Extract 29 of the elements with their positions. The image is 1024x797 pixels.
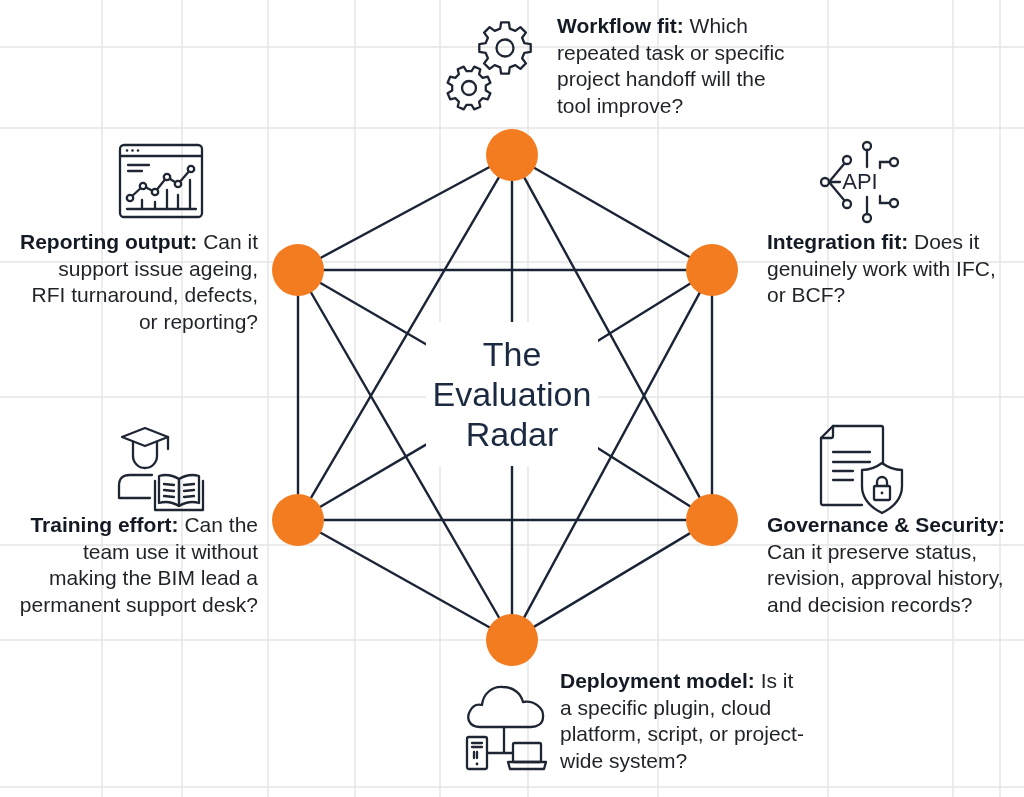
node-dot — [486, 129, 538, 181]
connector-line — [319, 281, 428, 346]
connector-line — [319, 443, 428, 508]
criterion-text: Deployment model: Is it a specific plugin, cloud platform, script, or project-wide system? — [560, 668, 805, 774]
connector-line — [319, 166, 491, 259]
connector-line — [322, 268, 688, 272]
connector-line — [510, 179, 514, 324]
connector-line — [523, 176, 701, 499]
node-dot — [686, 244, 738, 296]
connector-line — [309, 291, 501, 619]
criterion-text: Training effort: Can the team use it without making the BIM lead a permanent support desk? — [18, 512, 258, 618]
criterion-text: Reporting output: Can it support issue ageing, RFI turnaround, defects, or reporting? — [20, 229, 258, 335]
connector-line — [322, 518, 688, 522]
connector-line — [296, 294, 300, 496]
hub-title: The Evaluation Radar — [426, 322, 598, 466]
criterion-text: Integration fit: Does it genuinely work with IFC, or BCF? — [767, 229, 997, 308]
node-dot — [272, 494, 324, 546]
criterion-text: Workflow fit: Which repeated task or specific project handoff will the tool improve? — [557, 13, 786, 119]
node-dot — [272, 244, 324, 296]
node-dot — [486, 614, 538, 666]
connector-line — [533, 166, 691, 259]
connector-line — [533, 532, 691, 628]
criterion-text: Governance & Security: Can it preserve status, revision, approval history, and decision records? — [767, 512, 1007, 618]
connector-line — [319, 531, 491, 629]
connector-line — [710, 294, 714, 496]
connector-line — [523, 291, 701, 619]
node-dot — [686, 494, 738, 546]
connector-line — [510, 464, 514, 616]
connector-line — [309, 176, 501, 499]
